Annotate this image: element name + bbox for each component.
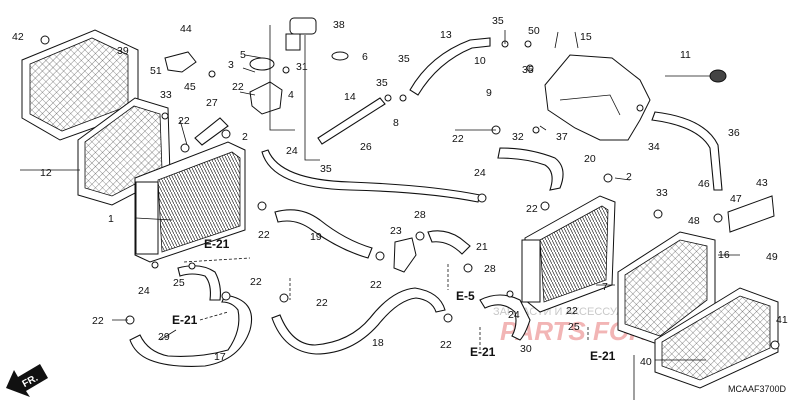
callout-2: 2 bbox=[626, 171, 632, 183]
callout-31: 31 bbox=[296, 61, 308, 73]
callout-24: 24 bbox=[474, 167, 486, 179]
callout-40: 40 bbox=[640, 356, 652, 368]
callout-5: 5 bbox=[240, 49, 246, 61]
callout-44: 44 bbox=[180, 23, 192, 35]
callout-1: 1 bbox=[108, 213, 114, 225]
callout-35: 35 bbox=[522, 64, 534, 76]
reserve-tank bbox=[544, 54, 651, 141]
callout-37: 37 bbox=[556, 131, 568, 143]
callout-22: 22 bbox=[258, 229, 270, 241]
callout-2: 2 bbox=[242, 131, 248, 143]
callout-13: 13 bbox=[440, 29, 452, 41]
ref-e21: E-21 bbox=[172, 313, 198, 327]
callout-18: 18 bbox=[372, 337, 384, 349]
callout-14: 14 bbox=[344, 91, 356, 103]
callout-45: 45 bbox=[184, 81, 196, 93]
callout-23: 23 bbox=[390, 225, 402, 237]
callout-42: 42 bbox=[12, 31, 24, 43]
radiator-right bbox=[521, 195, 616, 313]
ref-e21: E-21 bbox=[204, 237, 230, 251]
callout-29: 29 bbox=[158, 331, 170, 343]
front-direction-arrow: FR. bbox=[6, 364, 48, 397]
small-parts bbox=[40, 17, 780, 350]
callout-27: 27 bbox=[206, 97, 218, 109]
callout-48: 48 bbox=[688, 215, 700, 227]
callout-24: 24 bbox=[286, 145, 298, 157]
callout-22: 22 bbox=[232, 81, 244, 93]
callout-19: 19 bbox=[310, 231, 322, 243]
callout-6: 6 bbox=[362, 51, 368, 63]
callout-35: 35 bbox=[398, 53, 410, 65]
callout-11: 11 bbox=[680, 49, 691, 61]
ref-e21: E-21 bbox=[470, 345, 496, 359]
callout-39: 39 bbox=[117, 45, 129, 57]
callout-25: 25 bbox=[173, 277, 185, 289]
ref-e5: E-5 bbox=[456, 289, 475, 303]
leader-lines bbox=[20, 25, 740, 400]
callout-20: 20 bbox=[584, 153, 596, 165]
radiator-grille-left-upper bbox=[21, 29, 139, 141]
callout-28: 28 bbox=[484, 263, 496, 275]
callout-47: 47 bbox=[730, 193, 742, 205]
callout-17: 17 bbox=[214, 351, 226, 363]
callout-51: 51 bbox=[150, 65, 162, 77]
callout-46: 46 bbox=[698, 178, 710, 190]
callout-4: 4 bbox=[288, 89, 294, 101]
callout-35: 35 bbox=[492, 15, 504, 27]
callout-33: 33 bbox=[656, 187, 668, 199]
callout-35: 35 bbox=[320, 163, 332, 175]
drawing-code: MCAAF3700D bbox=[728, 384, 787, 394]
callout-22: 22 bbox=[316, 297, 328, 309]
radiator-grille-right bbox=[617, 231, 716, 346]
callout-22: 22 bbox=[370, 279, 382, 291]
callout-8: 8 bbox=[393, 117, 399, 129]
callout-28: 28 bbox=[414, 209, 426, 221]
callout-22: 22 bbox=[440, 339, 452, 351]
callout-7: 7 bbox=[602, 281, 608, 293]
callout-21: 21 bbox=[476, 241, 488, 253]
reference-labels: E-21 E-21 E-21 E-5 E-21 bbox=[172, 237, 616, 363]
callout-22: 22 bbox=[178, 115, 190, 127]
callout-49: 49 bbox=[766, 251, 778, 263]
callout-22: 22 bbox=[92, 315, 104, 327]
callout-43: 43 bbox=[756, 177, 768, 189]
callout-35: 35 bbox=[376, 77, 388, 89]
callout-9: 9 bbox=[486, 87, 492, 99]
callouts: 1 2 2 3 4 5 6 7 8 9 10 11 12 13 14 15 16… bbox=[12, 15, 788, 368]
callout-22: 22 bbox=[250, 276, 262, 288]
radiator-grille-right-lower bbox=[654, 287, 779, 389]
callout-41: 41 bbox=[776, 314, 788, 326]
callout-10: 10 bbox=[474, 55, 486, 67]
callout-16: 16 bbox=[718, 249, 730, 261]
callout-24: 24 bbox=[508, 309, 520, 321]
callout-26: 26 bbox=[360, 141, 372, 153]
callout-32: 32 bbox=[512, 131, 524, 143]
ref-e21: E-21 bbox=[590, 349, 616, 363]
callout-50: 50 bbox=[528, 25, 540, 37]
radiator-left bbox=[134, 141, 246, 263]
callout-25: 25 bbox=[568, 321, 580, 333]
callout-22: 22 bbox=[566, 305, 578, 317]
hoses bbox=[129, 37, 723, 367]
callout-36: 36 bbox=[728, 127, 740, 139]
callout-15: 15 bbox=[580, 31, 592, 43]
callout-33: 33 bbox=[160, 89, 172, 101]
callout-30: 30 bbox=[520, 343, 532, 355]
callout-12: 12 bbox=[40, 167, 52, 179]
callout-34: 34 bbox=[648, 141, 660, 153]
callout-22: 22 bbox=[526, 203, 538, 215]
callout-24: 24 bbox=[138, 285, 150, 297]
callout-22: 22 bbox=[452, 133, 464, 145]
callout-38: 38 bbox=[333, 19, 345, 31]
callout-3: 3 bbox=[228, 59, 234, 71]
